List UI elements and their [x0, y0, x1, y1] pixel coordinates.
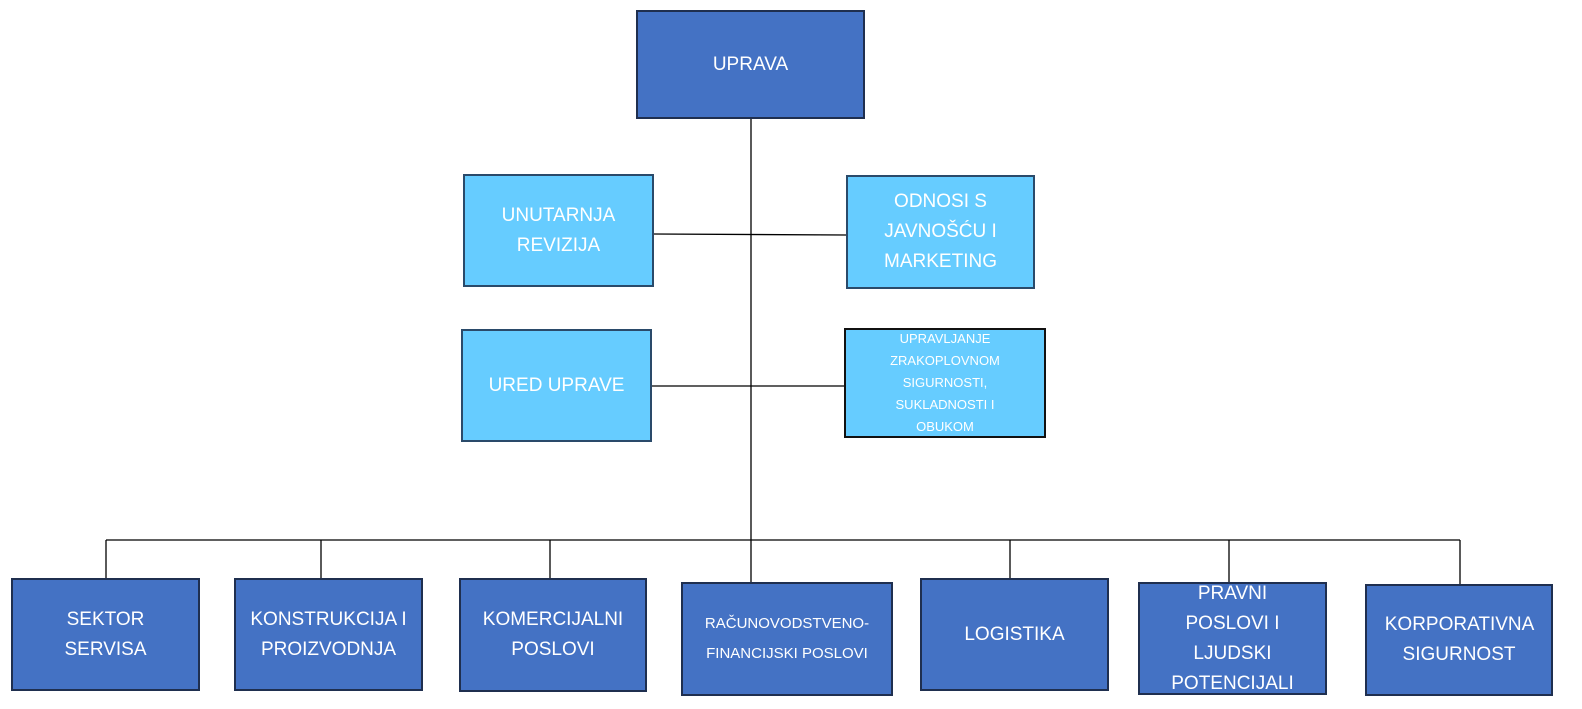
node-logistika: LOGISTIKA — [920, 578, 1109, 691]
node-odnosi-s-javnoscu: ODNOSI S JAVNOŠĆU I MARKETING — [846, 175, 1035, 289]
node-label: LOGISTIKA — [964, 623, 1065, 645]
node-uprava: UPRAVA — [636, 10, 865, 119]
node-label: KORPORATIVNA SIGURNOST — [1384, 614, 1535, 665]
node-label: KOMERCIJALNI POSLOVI — [482, 609, 624, 660]
node-label: KONSTRUKCIJA I PROIZVODNJA — [250, 608, 407, 660]
node-konstrukcija: KONSTRUKCIJA I PROIZVODNJA — [234, 578, 423, 691]
node-pravni-poslovi: PRAVNI POSLOVI I LJUDSKI POTENCIJALI — [1138, 582, 1327, 695]
node-sektor-servisa: SEKTOR SERVISA — [11, 578, 200, 691]
node-label: PRAVNI POSLOVI I LJUDSKI POTENCIJALI — [1171, 582, 1294, 694]
node-label: RAČUNOVODSTVENO-FINANCIJSKI POSLOVI — [704, 615, 870, 662]
node-upravljanje-sigurnosti: UPRAVLJANJE ZRAKOPLOVNOM SIGURNOSTI, SUK… — [844, 328, 1046, 438]
node-label: UNUTARNJA REVIZIJA — [501, 204, 616, 256]
node-label: UPRAVA — [712, 53, 789, 75]
node-label: URED UPRAVE — [488, 374, 625, 396]
node-korporativna-sigurnost: KORPORATIVNA SIGURNOST — [1365, 584, 1553, 696]
node-racunovodstvo: RAČUNOVODSTVENO-FINANCIJSKI POSLOVI — [681, 582, 893, 696]
node-label: SEKTOR SERVISA — [64, 608, 147, 660]
node-unutarnja-revizija: UNUTARNJA REVIZIJA — [463, 174, 654, 287]
node-label: UPRAVLJANJE ZRAKOPLOVNOM SIGURNOSTI, SUK… — [890, 331, 1000, 434]
node-ured-uprave: URED UPRAVE — [461, 329, 652, 442]
node-label: ODNOSI S JAVNOŠĆU I MARKETING — [884, 191, 997, 272]
node-komercijalni-poslovi: KOMERCIJALNI POSLOVI — [459, 578, 647, 692]
audit-pr-connector — [652, 233, 847, 236]
